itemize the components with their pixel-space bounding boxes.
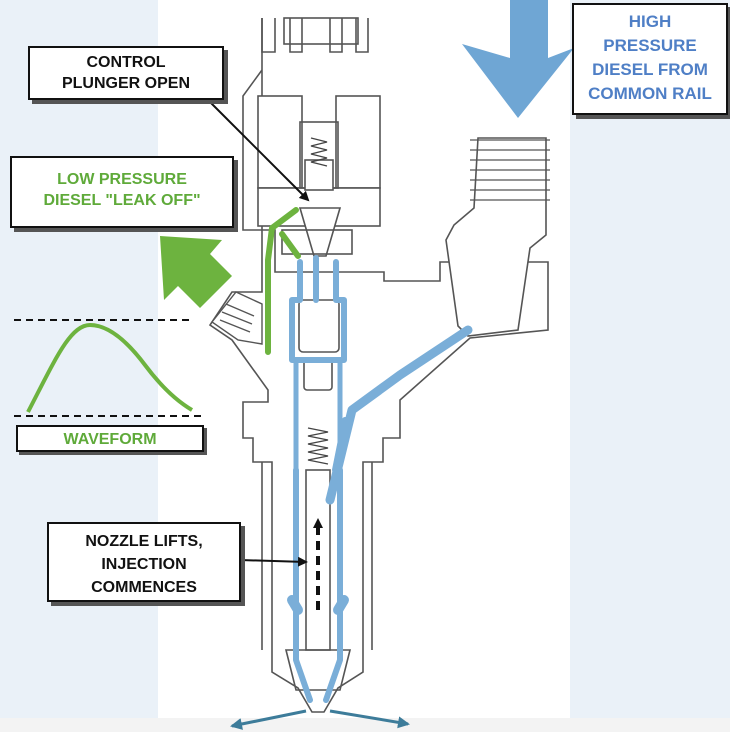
high-pressure-passages	[287, 255, 473, 703]
leak-off-path	[265, 207, 301, 355]
waveform-curve	[26, 322, 194, 413]
low-pressure-label: LOW PRESSURE DIESEL "LEAK OFF"	[10, 156, 234, 228]
low-pressure-arrow	[160, 236, 232, 308]
high-pressure-line-4: COMMON RAIL	[588, 84, 712, 103]
spray-arrows	[230, 709, 410, 730]
high-pressure-line-2: PRESSURE	[603, 36, 697, 55]
control-plunger-line-2: PLUNGER OPEN	[61, 75, 190, 92]
control-plunger-line-1: CONTROL	[86, 54, 166, 71]
high-pressure-line-3: DIESEL FROM	[592, 60, 708, 79]
nozzle-label: NOZZLE LIFTS, INJECTION COMMENCES	[47, 522, 241, 602]
nozzle-callout-line	[239, 556, 308, 567]
bottom-strip	[0, 718, 730, 732]
low-pressure-line-2: DIESEL "LEAK OFF"	[43, 192, 201, 209]
high-pressure-arrow	[462, 0, 574, 118]
nozzle-line-1: NOZZLE LIFTS,	[85, 533, 203, 550]
nozzle-line-2: INJECTION	[101, 556, 187, 573]
nozzle-line-3: COMMENCES	[91, 579, 197, 596]
right-background-band	[570, 0, 730, 718]
high-pressure-line-1: HIGH	[628, 12, 672, 31]
low-pressure-line-1: LOW PRESSURE	[57, 171, 187, 188]
waveform-label: WAVEFORM	[16, 425, 204, 452]
control-plunger-label: CONTROL PLUNGER OPEN	[28, 46, 224, 100]
injector-body	[208, 17, 549, 713]
control-callout-line	[199, 91, 310, 202]
high-pressure-label: HIGH PRESSURE DIESEL FROM COMMON RAIL	[572, 3, 728, 115]
leak-off-fitting	[210, 291, 263, 345]
nozzle-spring	[307, 427, 329, 465]
control-spring	[310, 137, 328, 167]
waveform-graph	[14, 319, 206, 417]
